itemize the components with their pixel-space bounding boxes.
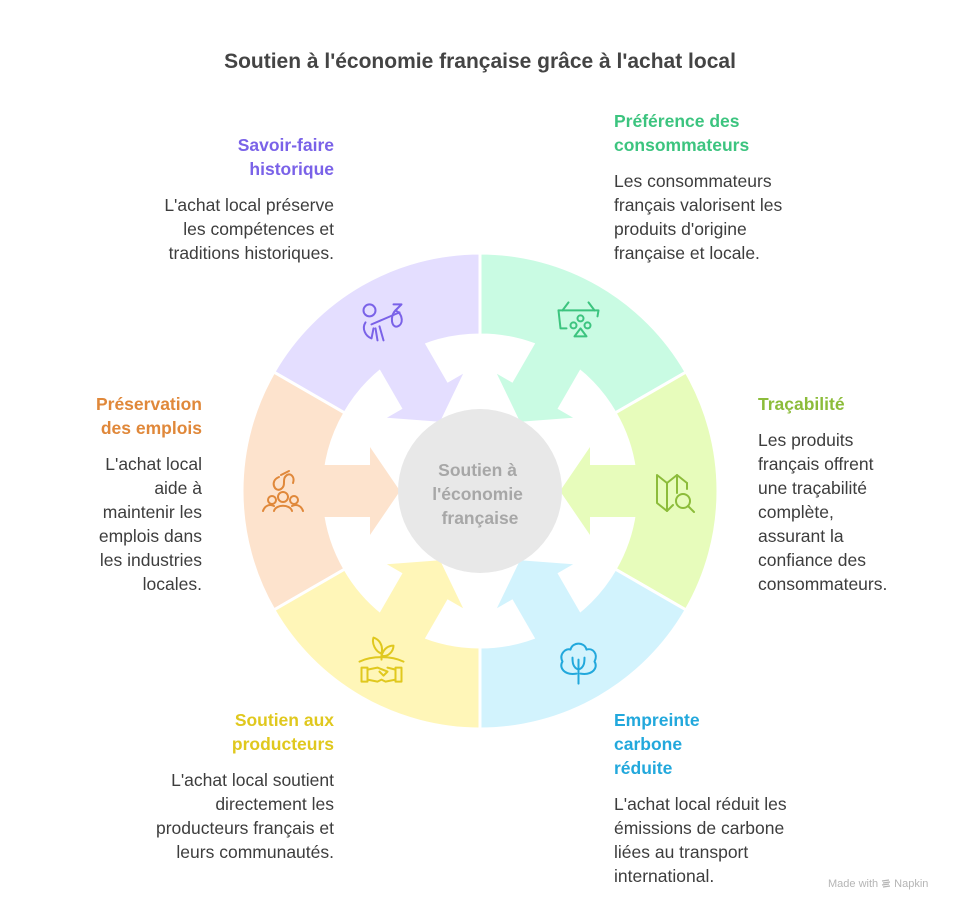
- center-label: Soutien à l'économie française: [432, 460, 528, 528]
- block-tracabilite: Traçabilité Les produits français offren…: [758, 392, 938, 596]
- arrow-preservation-emplois: [320, 447, 400, 535]
- desc-line: locales.: [142, 574, 202, 594]
- desc-line: consommateurs.: [758, 574, 888, 594]
- arrow-savoir-faire: [377, 339, 464, 422]
- desc-line: international.: [614, 866, 715, 886]
- arrow-tracabilite: [560, 447, 640, 535]
- diagram-title: Soutien à l'économie française grâce à l…: [224, 50, 736, 73]
- arrow-shape: [496, 339, 583, 422]
- block-soutien-producteurs: Soutien aux producteurs L'achat local so…: [94, 708, 334, 864]
- desc-line: émissions de carbone: [614, 818, 785, 838]
- desc-line: L'achat local: [105, 454, 202, 474]
- desc-line: les industries: [99, 550, 202, 570]
- segment-heading: Préférence des consommateurs: [614, 109, 854, 157]
- segment-heading: Préservation des emplois: [22, 392, 202, 440]
- desc-line: complète,: [758, 502, 834, 522]
- heading-line: Soutien aux: [234, 710, 334, 730]
- desc-line: liées au transport: [614, 842, 749, 862]
- block-preference-consommateurs: Préférence des consommateurs Les consomm…: [614, 109, 854, 265]
- desc-line: aide à: [154, 478, 202, 498]
- watermark: Made with Napkin: [828, 878, 928, 890]
- segment-heading: Savoir-faire historique: [94, 133, 334, 181]
- ring-arrows: [320, 339, 640, 643]
- segment-heading: Traçabilité: [758, 392, 938, 416]
- block-preservation-emplois: Préservation des emplois L'achat local a…: [22, 392, 202, 596]
- segment-heading: Soutien aux producteurs: [94, 708, 334, 756]
- arrow-preference-consommateurs: [496, 339, 583, 422]
- desc-line: les compétences et: [183, 219, 334, 239]
- segment-description: L'achat local préserve les compétences e…: [94, 193, 334, 265]
- center-label-line: l'économie: [432, 484, 523, 504]
- shopping-basket-icon: [557, 301, 600, 338]
- watermark-brand: Napkin: [894, 878, 929, 890]
- desc-line: producteurs français et: [155, 818, 334, 838]
- desc-line: L'achat local préserve: [164, 195, 334, 215]
- heading-line: historique: [249, 159, 334, 179]
- arrow-shape: [377, 560, 464, 643]
- desc-line: L'achat local soutient: [171, 770, 334, 790]
- heading-line: Empreinte: [614, 710, 700, 730]
- napkin-logo-icon: [882, 879, 891, 888]
- heading-line: consommateurs: [614, 135, 750, 155]
- desc-line: Les consommateurs: [614, 171, 772, 191]
- segment-description: L'achat local aide à maintenir les emplo…: [22, 452, 202, 596]
- desc-line: emplois dans: [98, 526, 202, 546]
- desc-line: une traçabilité: [758, 478, 867, 498]
- desc-line: leurs communautés.: [176, 842, 334, 862]
- heading-line: Préférence des: [614, 111, 740, 131]
- heading-line: producteurs: [231, 734, 334, 754]
- segment-description: Les consommateurs français valorisent le…: [614, 169, 854, 265]
- heading-line: Savoir-faire: [237, 135, 334, 155]
- desc-line: français valorisent les: [614, 195, 783, 215]
- community-hands-icon: [262, 470, 304, 512]
- desc-line: maintenir les: [102, 502, 202, 522]
- heading-line: Traçabilité: [758, 394, 845, 414]
- arrow-shape: [496, 560, 583, 643]
- center-label-line: française: [442, 508, 519, 528]
- ring-segment-soutien-producteurs: [271, 566, 482, 731]
- desc-line: L'achat local réduit les: [614, 794, 787, 814]
- arrow-shape: [560, 447, 640, 535]
- segment-description: L'achat local soutient directement les p…: [94, 768, 334, 864]
- heading-line: Préservation: [95, 394, 202, 414]
- arrow-shape: [320, 447, 400, 535]
- block-savoir-faire: Savoir-faire historique L'achat local pr…: [94, 133, 334, 265]
- center-circle: [398, 409, 562, 573]
- desc-line: directement les: [215, 794, 334, 814]
- arrow-shape: [377, 339, 464, 422]
- tree-icon: [560, 642, 597, 685]
- desc-line: traditions historiques.: [168, 243, 334, 263]
- desc-line: française et locale.: [614, 243, 760, 263]
- map-search-icon: [656, 474, 695, 513]
- segment-heading: Empreinte carbone réduite: [614, 708, 854, 780]
- segment-description: Les produits français offrent une traçab…: [758, 428, 938, 596]
- watermark-prefix: Made with: [828, 878, 879, 890]
- heading-line: réduite: [614, 758, 673, 778]
- segment-description: L'achat local réduit les émissions de ca…: [614, 792, 854, 888]
- arrow-soutien-producteurs: [377, 560, 464, 643]
- heading-line: carbone: [614, 734, 683, 754]
- desc-line: produits d'origine: [614, 219, 747, 239]
- desc-line: assurant la: [758, 526, 844, 546]
- center-label-line: Soutien à: [438, 460, 517, 480]
- segment-icons: [262, 301, 695, 685]
- traveler-bundle-icon: [362, 303, 403, 342]
- arrow-empreinte-carbone: [496, 560, 583, 643]
- desc-line: Les produits: [758, 430, 854, 450]
- desc-line: français offrent: [758, 454, 874, 474]
- heading-line: des emplois: [100, 418, 202, 438]
- desc-line: confiance des: [758, 550, 866, 570]
- handshake-sprout-icon: [358, 636, 405, 683]
- block-empreinte-carbone: Empreinte carbone réduite L'achat local …: [614, 708, 854, 888]
